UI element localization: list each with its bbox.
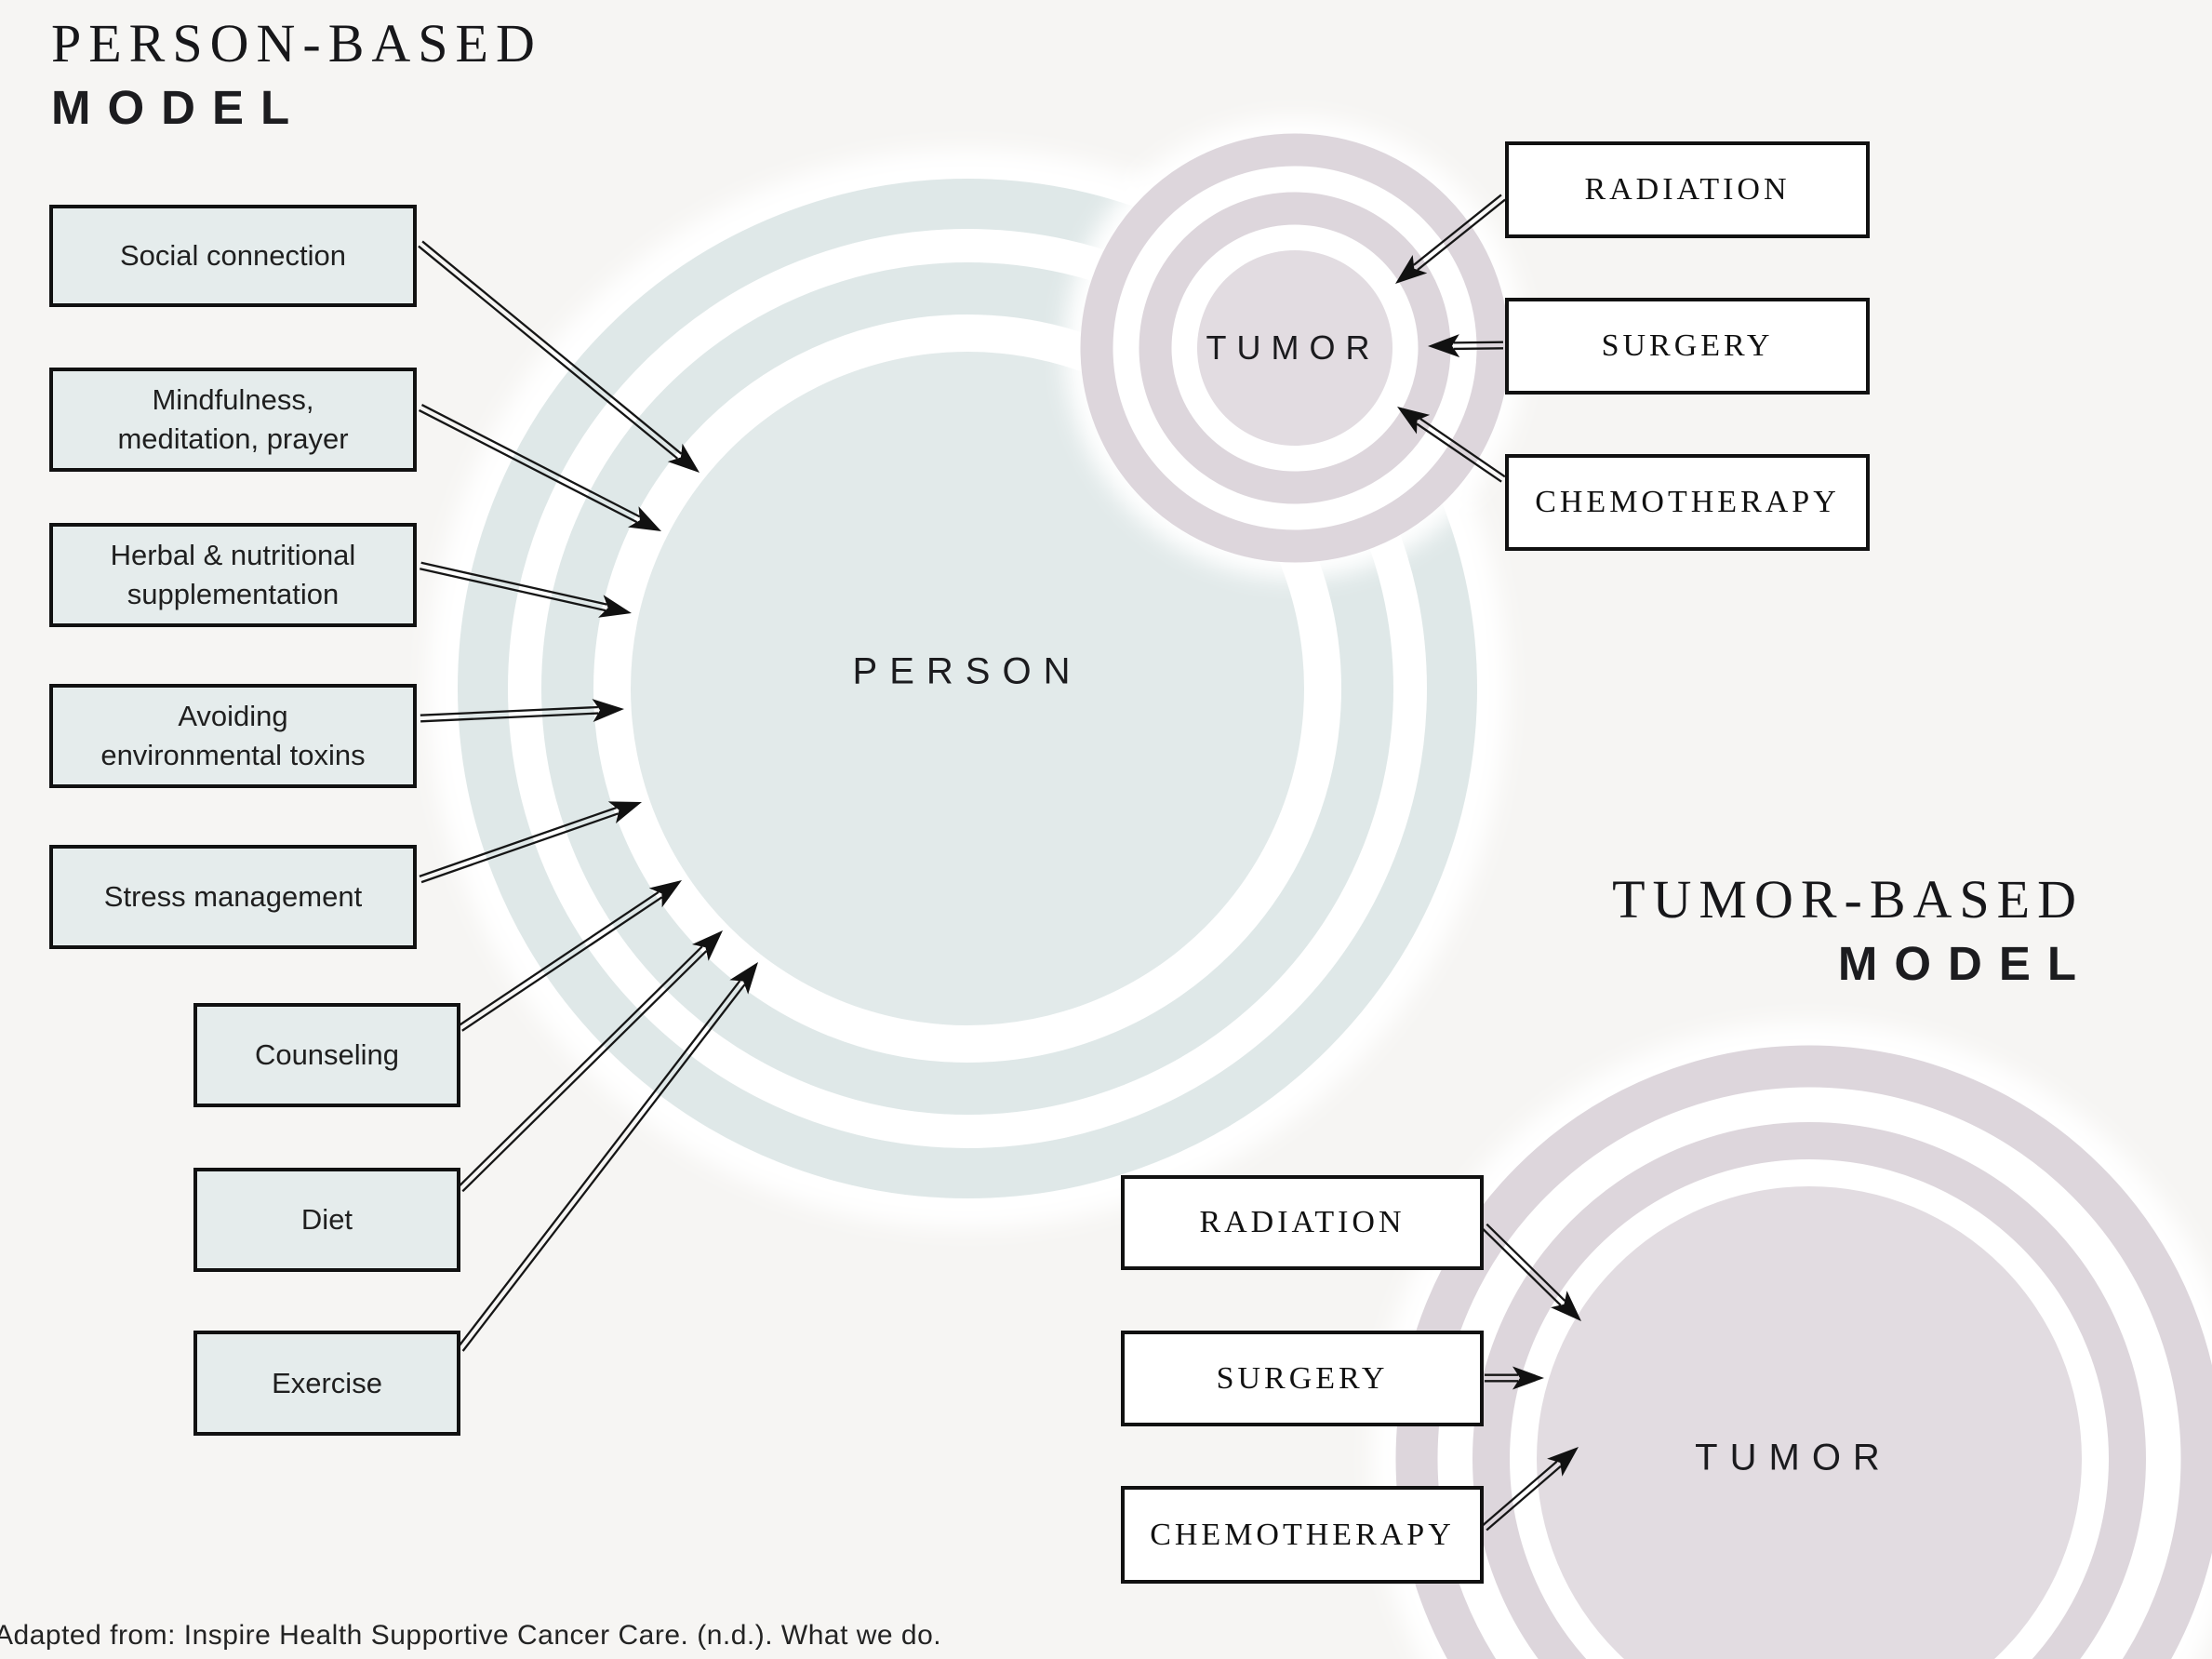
arrow-mindfulness-to-person: [418, 404, 661, 531]
person-model-title-line2: MODEL: [51, 81, 307, 134]
arrow-herbal-to-person: [420, 561, 632, 618]
tumor-large-outer-ring: [1395, 1045, 2212, 1659]
arrow-diet-to-person: [457, 930, 723, 1193]
tumor-model-title-line2: MODEL: [1837, 937, 2093, 990]
tumor-large-circle: [1537, 1186, 2082, 1659]
person-model-title-line1: PERSON-BASED: [51, 13, 542, 74]
treatment-box-radiation-top: RADIATION: [1505, 141, 1870, 238]
arrow-surgery-to-tumor-small: [1428, 334, 1504, 358]
intervention-box-environmental-toxins: Avoiding environmental toxins: [49, 684, 417, 788]
tumor-large-circle-label: TUMOR: [1695, 1437, 1892, 1478]
arrow-radiation-to-tumor-large: [1481, 1223, 1581, 1321]
person-circle-label: PERSON: [852, 650, 1083, 692]
arrow-surgery-to-tumor-large: [1485, 1366, 1544, 1390]
tumor-large-inner-ring: [1472, 1122, 2146, 1659]
source-citation: Adapted from: Inspire Health Supportive …: [0, 1620, 942, 1651]
person-circle: [631, 352, 1304, 1025]
person-model-title: PERSON-BASED MODEL: [51, 13, 542, 134]
tumor-model-title: TUMOR-BASED MODEL: [1612, 873, 2076, 988]
intervention-box-mindfulness: Mindfulness, meditation, prayer: [49, 368, 417, 472]
person-inner-ring: [541, 262, 1393, 1115]
treatment-box-surgery-bottom: SURGERY: [1121, 1331, 1484, 1426]
tumor-model-title-line1: TUMOR-BASED: [1612, 869, 2084, 930]
intervention-box-stress-management: Stress management: [49, 845, 417, 949]
arrow-chemotherapy-to-tumor-small: [1397, 407, 1506, 483]
treatment-box-chemotherapy-top: CHEMOTHERAPY: [1505, 454, 1870, 551]
treatment-box-surgery-top: SURGERY: [1505, 298, 1870, 395]
treatment-box-radiation-bottom: RADIATION: [1121, 1175, 1484, 1270]
intervention-box-social-connection: Social connection: [49, 205, 417, 307]
arrow-toxins-to-person: [420, 699, 624, 723]
tumor-small-circle-label: TUMOR: [1206, 328, 1380, 367]
arrow-counseling-to-person: [458, 880, 682, 1032]
arrow-radiation-to-tumor-small: [1395, 194, 1506, 284]
tumor-small-circle-group: [1064, 117, 1526, 579]
treatment-box-chemotherapy-bottom: CHEMOTHERAPY: [1121, 1486, 1484, 1584]
person-outer-ring: [458, 179, 1477, 1198]
intervention-box-herbal-supplementation: Herbal & nutritional supplementation: [49, 523, 417, 627]
arrow-chemotherapy-to-tumor-large: [1482, 1447, 1579, 1532]
arrow-social-connection-to-person: [418, 240, 700, 473]
tumor-large-circle-group: [1372, 1022, 2212, 1659]
intervention-box-counseling: Counseling: [193, 1003, 460, 1107]
intervention-box-diet: Diet: [193, 1168, 460, 1272]
tumor-small-circle: [1197, 250, 1392, 446]
arrow-stress-to-person: [419, 801, 642, 884]
intervention-box-exercise: Exercise: [193, 1331, 460, 1436]
arrow-exercise-to-person: [457, 962, 758, 1352]
